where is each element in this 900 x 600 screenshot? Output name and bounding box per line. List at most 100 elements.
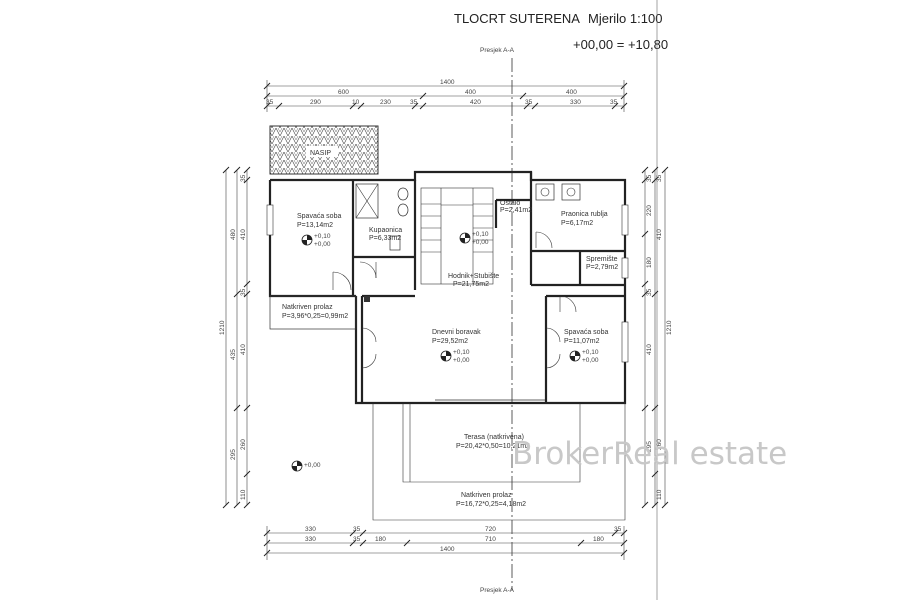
walls [268,170,627,405]
svg-text:180: 180 [593,536,604,543]
svg-text:720: 720 [485,526,496,533]
svg-text:260: 260 [656,439,663,450]
svg-text:290: 290 [310,99,321,106]
svg-text:1400: 1400 [440,546,455,553]
svg-text:35: 35 [266,99,274,106]
dimensions-bottom: 330 35 720 35 330 35 180 710 180 1400 [263,526,628,560]
svg-text:35: 35 [646,174,653,182]
level-marker-bedroom-left: +0,10 +0,00 [301,233,331,248]
room-bathroom: Kupaonica P=6,33m2 [369,227,402,242]
svg-text:35: 35 [646,288,653,296]
svg-text:480: 480 [230,229,237,240]
svg-text:Hodnik+Stubište: Hodnik+Stubište [448,273,499,280]
svg-text:Praonica rublja: Praonica rublja [561,211,608,218]
room-bedroom-left: Spavaća soba P=13,14m2 [297,213,341,229]
svg-text:230: 230 [380,99,391,106]
svg-text:295: 295 [646,441,653,452]
svg-text:Terasa (natkrivena): Terasa (natkrivena) [464,434,524,441]
svg-text:P=29,52m2: P=29,52m2 [432,338,468,345]
svg-text:35: 35 [610,99,618,106]
fill-label: NASIP [310,150,331,157]
covered-passage-bottom-outline [372,403,626,521]
svg-text:410: 410 [646,344,653,355]
plan-title: TLOCRT SUTERENA [454,11,580,26]
doors [332,231,577,369]
svg-text:P=21,75m2: P=21,75m2 [453,281,489,288]
room-bedroom-right: Spavaća soba P=11,07m2 [564,329,608,345]
room-living: Dnevni boravak P=29,52m2 [432,329,481,345]
svg-text:+0,00: +0,00 [314,241,331,248]
svg-text:P=20,42*0,50=10,21m2: P=20,42*0,50=10,21m2 [456,443,530,450]
svg-text:295: 295 [230,449,237,460]
svg-text:35: 35 [240,174,247,182]
svg-text:435: 435 [230,349,237,360]
svg-text:P=2,41m2: P=2,41m2 [500,207,532,214]
svg-text:Ostalo: Ostalo [500,200,520,207]
svg-text:420: 420 [470,99,481,106]
svg-text:1210: 1210 [666,320,673,335]
svg-text:35: 35 [410,99,418,106]
svg-text:110: 110 [240,489,247,500]
watermark-text: BrokerReal estate [512,436,787,472]
svg-text:330: 330 [305,526,316,533]
svg-text:180: 180 [646,257,653,268]
svg-text:Spremište: Spremište [586,256,618,263]
svg-text:220: 220 [646,205,653,216]
svg-text:10: 10 [352,99,360,106]
svg-text:Dnevni boravak: Dnevni boravak [432,329,481,336]
svg-text:+0,10: +0,10 [314,233,331,240]
svg-text:+0,00: +0,00 [453,357,470,364]
dimensions-top: 1400 600 400 400 35 290 10 230 35 420 35… [263,79,628,112]
terrace-outline [402,403,581,483]
fill-label-bg [306,146,338,157]
svg-text:P=16,72*0,25=4,18m2: P=16,72*0,25=4,18m2 [456,501,526,508]
svg-text:P=13,14m2: P=13,14m2 [297,222,333,229]
svg-text:Kupaonica: Kupaonica [369,227,402,234]
room-storage: Spremište P=2,79m2 [586,256,618,271]
svg-text:110: 110 [656,489,663,500]
svg-text:Spavaća soba: Spavaća soba [297,213,341,220]
dimensions-right: 35 220 180 35 410 295 35 410 260 110 121… [641,166,673,509]
svg-text:35: 35 [353,526,361,533]
svg-text:P=2,79m2: P=2,79m2 [586,264,618,271]
svg-text:180: 180 [375,536,386,543]
svg-text:P=6,33m2: P=6,33m2 [369,235,401,242]
svg-text:330: 330 [570,99,581,106]
svg-text:35: 35 [525,99,533,106]
staircase [420,187,494,285]
laundry-fixtures [535,183,581,201]
svg-text:410: 410 [656,229,663,240]
svg-text:Natkriven prolaz: Natkriven prolaz [282,304,333,311]
svg-text:P=11,07m2: P=11,07m2 [564,338,600,345]
svg-text:710: 710 [485,536,496,543]
room-other: Ostalo P=2,41m2 [500,200,532,214]
level-marker-living: +0,10 +0,00 [440,349,470,364]
svg-text:P=6,17m2: P=6,17m2 [561,220,593,227]
level-marker-hall: +0,10 +0,00 [459,231,489,246]
svg-text:400: 400 [465,89,476,96]
svg-text:35: 35 [240,288,247,296]
svg-text:+0,00: +0,00 [472,239,489,246]
svg-text:260: 260 [240,439,247,450]
svg-text:330: 330 [305,536,316,543]
svg-text:+0,00: +0,00 [304,462,321,469]
svg-text:+0,10: +0,10 [582,349,599,356]
svg-text:400: 400 [566,89,577,96]
svg-text:+0,10: +0,10 [472,231,489,238]
level-marker-bedroom-right: +0,10 +0,00 [569,349,599,364]
svg-text:410: 410 [240,344,247,355]
section-label-top: Presjek A-A [480,47,515,54]
room-covered-passage-left: Natkriven prolaz P=3,96*0,25=0,99m2 [282,304,348,320]
svg-text:P=3,96*0,25=0,99m2: P=3,96*0,25=0,99m2 [282,313,348,320]
windows [266,204,629,363]
dimensions-left: 1210 480 435 295 35 410 35 410 260 110 [219,166,251,509]
plan-level-reference: +00,00 = +10,80 [573,37,668,52]
covered-passage-left-outline [269,295,357,330]
svg-text:Spavaća soba: Spavaća soba [564,329,608,336]
svg-text:1400: 1400 [440,79,455,86]
room-laundry: Praonica rublja P=6,17m2 [561,211,608,227]
svg-text:+0,10: +0,10 [453,349,470,356]
svg-text:35: 35 [353,536,361,543]
svg-text:Natkriven prolaz: Natkriven prolaz [461,492,512,499]
svg-text:1210: 1210 [219,320,226,335]
